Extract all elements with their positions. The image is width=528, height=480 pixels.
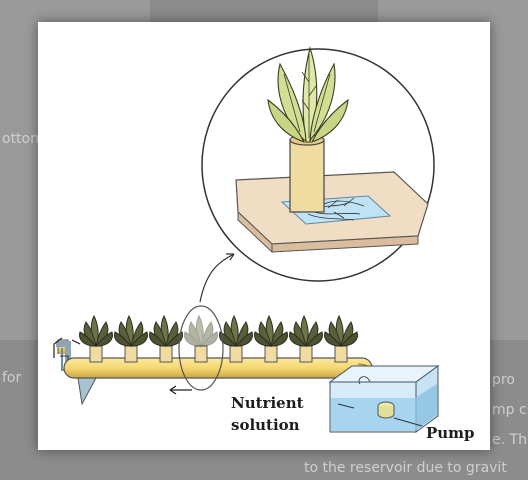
background-text-reservoir: to the reservoir due to gravit [304, 460, 507, 476]
solution-label: solution [231, 416, 300, 434]
plant-cup [289, 139, 325, 213]
pipe-stand [77, 377, 97, 406]
pipe-plant [289, 315, 323, 363]
background-text-cotton: otton [2, 131, 39, 147]
pipe-plant [79, 315, 113, 363]
pipe-plant [184, 315, 218, 363]
highlight-ellipse [178, 305, 224, 391]
pipe-plant [219, 315, 253, 363]
nutrient-reservoir [328, 365, 440, 433]
background-text-eth: e. Th [492, 432, 527, 448]
pump-label: Pump [426, 424, 475, 442]
nutrient-label: Nutrient [231, 394, 304, 412]
background-text-mp: mp ci [492, 402, 528, 418]
pipe-plant [254, 315, 288, 363]
pipe-plant [324, 315, 358, 363]
image-lightbox: Nutrient solution Pump [38, 22, 490, 450]
pipe-plant [149, 315, 183, 363]
magnified-plant [267, 46, 349, 143]
plant-row [79, 315, 358, 363]
background-text-pro: pro [492, 372, 515, 388]
hydroponics-diagram [53, 46, 440, 433]
pipe-plant [114, 315, 148, 363]
background-text-for: for [2, 370, 22, 386]
